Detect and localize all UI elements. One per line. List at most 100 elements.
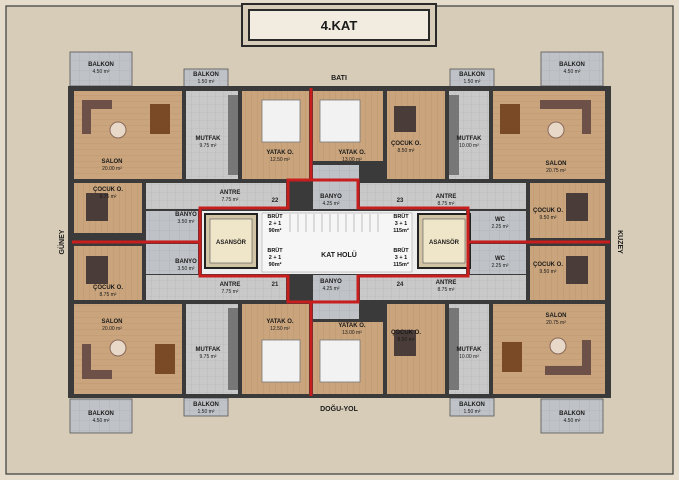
svg-text:20.75 m²: 20.75 m² <box>546 320 566 326</box>
svg-text:7.75 m²: 7.75 m² <box>222 197 239 203</box>
direction-east-road-label: DOĞU-YOL <box>320 404 358 413</box>
svg-text:ÇOCUK O.: ÇOCUK O. <box>533 262 563 268</box>
antre-w-top-floor <box>146 183 286 209</box>
stair <box>289 214 379 232</box>
svg-text:115m²: 115m² <box>393 261 409 268</box>
elevator-east-label: ASANSÖR <box>429 239 460 246</box>
sofa-w-top <box>82 100 112 109</box>
svg-text:BANYO: BANYO <box>320 194 342 200</box>
svg-text:ÇOCUK O.: ÇOCUK O. <box>391 330 421 336</box>
svg-text:12.50 m²: 12.50 m² <box>270 157 290 163</box>
svg-text:10.00 m²: 10.00 m² <box>459 354 479 360</box>
svg-text:2 + 1: 2 + 1 <box>269 255 281 261</box>
coffee-table-w-bot <box>109 339 127 357</box>
svg-text:SALON: SALON <box>546 161 567 167</box>
svg-text:1.50 m²: 1.50 m² <box>464 409 481 415</box>
bed-cocuk-w-top <box>86 193 108 221</box>
svg-text:ÇOCUK O.: ÇOCUK O. <box>93 285 123 291</box>
stair-floor <box>261 212 413 273</box>
svg-text:4.50 m²: 4.50 m² <box>564 418 581 424</box>
banyo-w-top-floor <box>146 211 198 241</box>
svg-text:3 + 1: 3 + 1 <box>395 255 407 261</box>
svg-text:20.75 m²: 20.75 m² <box>546 168 566 174</box>
svg-text:BALKON: BALKON <box>559 411 585 417</box>
svg-text:SALON: SALON <box>102 159 123 165</box>
svg-text:7.75 m²: 7.75 m² <box>222 289 239 295</box>
balconies <box>69 51 604 434</box>
svg-text:13.00 m²: 13.00 m² <box>342 330 362 336</box>
svg-text:BALKON: BALKON <box>193 72 219 78</box>
bed-2-bot <box>319 339 361 383</box>
furniture <box>82 95 591 390</box>
svg-text:3 + 1: 3 + 1 <box>395 221 407 227</box>
svg-text:ANTRE: ANTRE <box>220 282 241 288</box>
bed-cocuk-mid-bot <box>394 330 416 356</box>
balcony-se <box>540 398 604 434</box>
svg-text:90m²: 90m² <box>269 227 282 234</box>
bed-cocuk-e-bot <box>566 256 588 284</box>
svg-text:MUTFAK: MUTFAK <box>196 347 222 353</box>
svg-text:2 + 1: 2 + 1 <box>269 221 281 227</box>
svg-text:BRÜT: BRÜT <box>267 213 283 220</box>
svg-text:8.50 m²: 8.50 m² <box>398 337 415 343</box>
svg-text:12.50 m²: 12.50 m² <box>270 326 290 332</box>
dining-table-e-bot <box>502 342 522 372</box>
svg-text:BRÜT: BRÜT <box>393 247 409 254</box>
svg-text:BALKON: BALKON <box>559 62 585 68</box>
svg-text:3.50 m²: 3.50 m² <box>178 266 195 272</box>
sofa-e-top <box>540 100 590 109</box>
dining-table-w-top <box>150 104 170 134</box>
bed-cocuk-w-bot <box>86 256 108 284</box>
svg-text:ÇOCUK O.: ÇOCUK O. <box>533 208 563 214</box>
antre-e-bot-floor <box>360 275 526 300</box>
coffee-table-w-top <box>109 121 127 139</box>
svg-text:115m²: 115m² <box>393 227 409 234</box>
bed-cocuk-mid-top <box>394 106 416 132</box>
svg-text:1.50 m²: 1.50 m² <box>198 409 215 415</box>
svg-text:8.50 m²: 8.50 m² <box>398 148 415 154</box>
svg-text:BANYO: BANYO <box>175 259 197 265</box>
counter-e-top <box>449 95 459 175</box>
svg-text:4.50 m²: 4.50 m² <box>93 69 110 75</box>
svg-text:2.25 m²: 2.25 m² <box>492 224 509 230</box>
svg-text:20.00 m²: 20.00 m² <box>102 326 122 332</box>
svg-text:1.50 m²: 1.50 m² <box>198 79 215 85</box>
svg-text:YATAK O.: YATAK O. <box>338 323 366 329</box>
svg-text:YATAK O.: YATAK O. <box>338 150 366 156</box>
banyo-w-bot-floor <box>146 244 198 274</box>
sofa-e-bot <box>545 366 591 375</box>
antre-w-bot-floor <box>146 275 286 300</box>
unit-dividers <box>72 88 610 396</box>
unit-number-22: 22 <box>272 198 279 204</box>
counter-w-bot <box>228 308 238 390</box>
dining-table-w-bot <box>155 344 175 374</box>
svg-text:YATAK O.: YATAK O. <box>266 319 294 325</box>
elevator-west: ASANSÖR <box>204 213 258 269</box>
svg-text:WC: WC <box>495 217 506 223</box>
svg-text:ANTRE: ANTRE <box>220 190 241 196</box>
svg-text:MUTFAK: MUTFAK <box>196 136 222 142</box>
direction-west-label: BATI <box>331 75 347 82</box>
svg-text:BALKON: BALKON <box>88 62 114 68</box>
svg-text:BANYO: BANYO <box>175 212 197 218</box>
bed-2-top <box>319 99 361 143</box>
wc-bot-floor <box>470 244 526 274</box>
svg-text:BALKON: BALKON <box>88 411 114 417</box>
svg-text:9.75 m²: 9.75 m² <box>200 354 217 360</box>
banyo-c-top-floor <box>313 165 359 209</box>
kat-holu-label: KAT HOLÜ <box>321 250 357 259</box>
svg-text:ÇOCUK O.: ÇOCUK O. <box>93 187 123 193</box>
svg-text:BALKON: BALKON <box>193 402 219 408</box>
labels: BATI DOĞU-YOL GÜNEY KUZEY BALKON 4.50 m²… <box>57 62 623 424</box>
dining-table-e-top <box>500 104 520 134</box>
svg-text:ANTRE: ANTRE <box>436 280 457 286</box>
svg-text:BRÜT: BRÜT <box>267 247 283 254</box>
svg-text:MUTFAK: MUTFAK <box>457 136 483 142</box>
elevator-east: ASANSÖR <box>417 213 471 269</box>
cocuk-mid-top-floor <box>387 91 445 179</box>
svg-text:WC: WC <box>495 256 506 262</box>
coffee-table-e-bot <box>549 337 567 355</box>
sofa-w-bot <box>82 370 112 379</box>
direction-north-label: KUZEY <box>616 230 623 254</box>
